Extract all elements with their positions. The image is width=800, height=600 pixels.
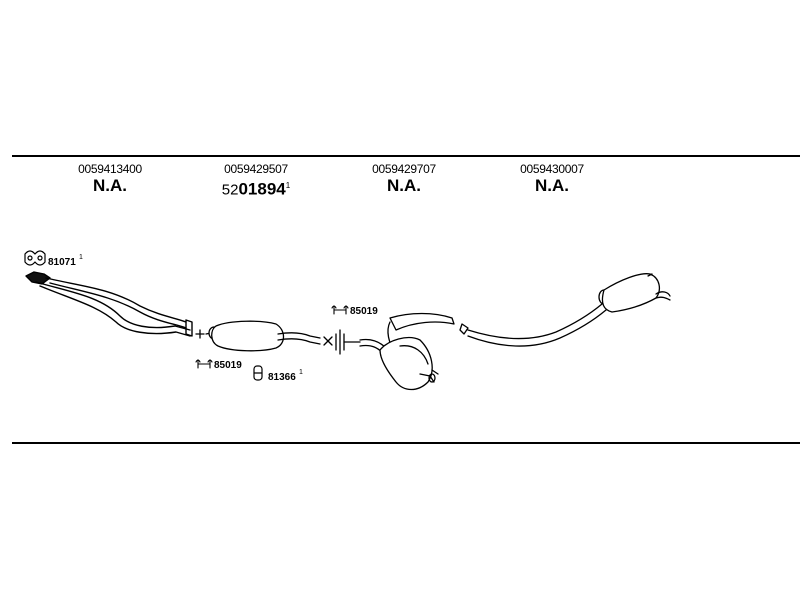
part-number: 0059413400	[78, 162, 142, 176]
part-center-silencer: 0059429707 N.A.	[329, 162, 479, 195]
part-front-pipe: 0059413400 N.A.	[35, 162, 185, 195]
rear-silencer	[459, 273, 671, 347]
clamp-icon-right	[331, 305, 349, 315]
part-number: 0059430007	[520, 162, 584, 176]
label-gasket-sup: 1	[79, 254, 83, 261]
clamp-icon-left	[195, 359, 213, 369]
bottom-divider	[12, 442, 800, 444]
front-pipe	[25, 271, 193, 337]
flange-icon	[335, 329, 361, 355]
rubber-mount-icon	[253, 365, 263, 381]
label-mount-sup: 1	[299, 369, 303, 376]
label-clamp-left: 85019	[214, 360, 242, 371]
part-code: N.A.	[93, 176, 127, 195]
part-middle-silencer: 0059429507 52018941	[181, 162, 331, 200]
joint-plus-icon	[195, 329, 205, 339]
top-divider	[12, 155, 800, 157]
gasket-icon	[24, 250, 46, 266]
part-number: 0059429507	[224, 162, 288, 176]
part-code: N.A.	[535, 176, 569, 195]
label-mount: 81366	[268, 372, 296, 383]
label-gasket: 81071	[48, 257, 76, 268]
part-code: N.A.	[387, 176, 421, 195]
center-silencer	[359, 312, 455, 391]
part-rear-silencer: 0059430007 N.A.	[477, 162, 627, 195]
middle-silencer	[205, 320, 321, 352]
joint-x-icon	[323, 336, 333, 346]
label-clamp-right: 85019	[350, 306, 378, 317]
part-number: 0059429707	[372, 162, 436, 176]
part-code: 52018941	[221, 179, 291, 199]
